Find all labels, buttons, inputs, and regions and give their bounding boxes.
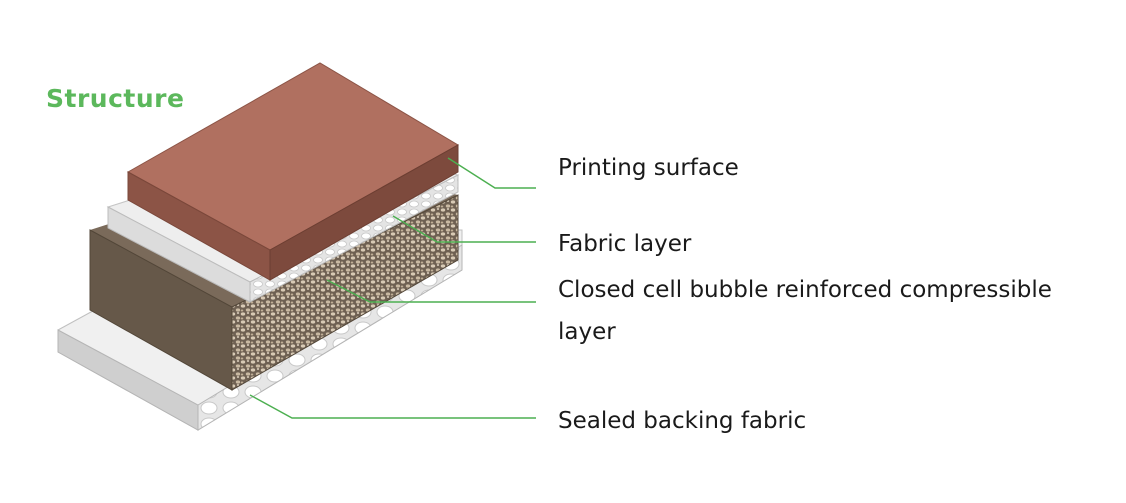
- label-sealed-backing-fabric: Sealed backing fabric: [558, 408, 807, 434]
- printing-surface-layer: [126, 62, 460, 281]
- label-fabric-layer: Fabric layer: [558, 231, 692, 257]
- leader-line-printing-surface: [447, 157, 536, 189]
- label-compressible-layer: Closed cell bubble reinforced compressib…: [558, 269, 1052, 353]
- leader-line-compressible-layer: [326, 279, 536, 303]
- label-compressible-layer-line2: layer: [558, 319, 616, 345]
- leader-line-fabric-layer: [392, 215, 536, 243]
- diagram-title: Structure: [46, 84, 185, 113]
- label-compressible-layer-line1: Closed cell bubble reinforced compressib…: [558, 277, 1052, 303]
- label-printing-surface: Printing surface: [558, 155, 739, 181]
- leader-line-sealed-backing-fabric: [249, 394, 536, 419]
